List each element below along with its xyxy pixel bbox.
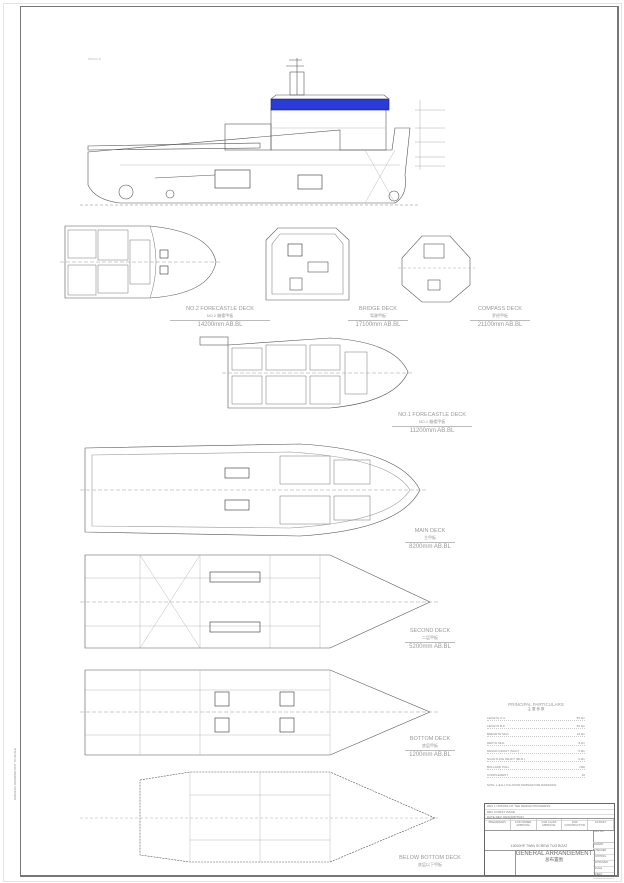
project-name: 13000HP TWIN SCREW TUG BOAT	[510, 844, 568, 848]
revision-row: DATE REV. DESCRIPTION	[485, 815, 614, 821]
below-bottom-deck-label: BELOW BOTTOM DECK 底层以下甲板	[390, 855, 470, 868]
pp-row: COMPLEMENT 30	[487, 773, 585, 779]
pp-key: DEPTH MLD.	[487, 740, 506, 745]
deck-elevation: 1200mm AB.BL	[405, 750, 455, 759]
stage-box: FOR CONSTRUCTION	[562, 819, 589, 830]
signature-row: CONTROL	[593, 855, 614, 861]
deck-elevation: 17100mm AB.BL	[348, 320, 408, 329]
pp-key: DESIGN DRAFT (MLD.)	[487, 748, 520, 753]
stage-box: PRELIMINARY	[485, 819, 511, 830]
pp-row: DEPTH MLD. 8.2m	[487, 741, 585, 746]
pp-row: BREADTH MLD. 16.0m	[487, 732, 585, 738]
deck-name: BRIDGE DECK	[359, 306, 397, 312]
pp-value: 6.0m	[578, 756, 585, 761]
profile-view	[80, 58, 445, 206]
bottom-deck-label: BOTTOM DECK 底层甲板 1200mm AB.BL	[405, 736, 455, 759]
drawing-no-label: DWG NO.	[593, 830, 614, 843]
no1-forecastle-deck-label: NO.1 FORECASTLE DECK NO.1 艏楼甲板 11200mm A…	[392, 412, 472, 435]
pp-key: LENGTH O.A.	[487, 716, 507, 720]
no1-forecastle-deck-plan	[199, 336, 414, 409]
signature-row: APPROVED	[593, 861, 614, 867]
drawing-frame	[20, 6, 619, 877]
drawing-title: GENERAL ARRANGEMENT 总布置图	[515, 851, 593, 863]
deck-name: BOTTOM DECK	[409, 736, 451, 742]
deck-name: NO.1 FORECASTLE DECK	[398, 412, 466, 418]
deck-name: NO.2 FORECASTLE DECK	[186, 306, 254, 312]
pp-value: 5.8m	[578, 748, 585, 753]
title-box	[515, 850, 595, 875]
stage-box: FOR OWNER APPROVAL	[511, 819, 537, 830]
deck-name: MAIN DECK	[414, 528, 446, 534]
principal-particulars: PRINCIPAL PARTICULARS 主 要 参 数 LENGTH O.A…	[487, 702, 585, 787]
deck-name-cn: 底层以下甲板	[418, 861, 442, 867]
pp-key: BREADTH MLD.	[487, 732, 510, 737]
pp-key: BOLLARD PULL	[487, 765, 510, 770]
pp-row: LENGTH B.P. 50.0m	[487, 724, 585, 730]
deck-name-cn: 主甲板	[424, 534, 436, 540]
pp-value: 150t	[579, 765, 585, 770]
pp-row: SCANTLING DRAFT (MLD.) 6.0m	[487, 757, 585, 762]
profile-label: PROFILE	[88, 57, 101, 61]
pp-subtitle: 主 要 参 数	[527, 707, 545, 711]
pp-note: NOTE: 1. ■ ALL TUG-ROOM TEMPERATURE BUNK…	[487, 784, 557, 788]
pp-key: LENGTH B.P.	[487, 724, 506, 729]
no2-forecastle-deck-label: NO.2 FORECASTLE DECK NO.2 艏楼甲板 14200mm A…	[170, 306, 270, 329]
pp-value: 30	[581, 773, 585, 778]
stage-box: AS BUILT	[588, 819, 614, 830]
drawing-title-en: GENERAL ARRANGEMENT	[515, 851, 593, 857]
deck-elevation: 14200mm AB.BL	[170, 320, 270, 329]
deck-name-cn: 驾驶甲板	[370, 312, 386, 318]
below-bottom-deck-plan	[80, 771, 440, 863]
signature-row: SHEET	[593, 873, 614, 879]
deck-name: BELOW BOTTOM DECK	[399, 855, 461, 861]
pp-value: 8.2m	[578, 740, 585, 745]
signature-row: SCALE	[593, 867, 614, 873]
pp-row: BOLLARD PULL 150t	[487, 765, 585, 771]
deck-name-cn: 罗经甲板	[492, 312, 508, 318]
main-deck-plan	[80, 443, 428, 537]
deck-name-cn: 二层甲板	[422, 634, 438, 640]
stage-box: FOR CLASS APPROVAL	[537, 819, 563, 830]
second-deck-plan	[80, 554, 440, 649]
revision-row: REV 0 FIRST ISSUE	[485, 810, 614, 815]
second-deck-label: SECOND DECK 二层甲板 5200mm AB.BL	[405, 628, 455, 651]
bridge-deck-label: BRIDGE DECK 驾驶甲板 17100mm AB.BL	[348, 306, 408, 329]
bridge-deck-plan	[265, 227, 350, 301]
deck-name-cn: 底层甲板	[422, 742, 438, 748]
pp-key: SCANTLING DRAFT (MLD.)	[487, 756, 525, 761]
deck-name: COMPASS DECK	[478, 306, 522, 312]
pp-key: COMPLEMENT	[487, 773, 509, 778]
deck-elevation: 11200mm AB.BL	[392, 426, 472, 435]
deck-name-cn: NO.2 艏楼甲板	[206, 312, 234, 318]
revision-row: REV 1 UPDATE OF THE DESIGN PROGRESS	[485, 804, 614, 810]
compass-deck-plan	[398, 235, 475, 303]
signature-row: DRAWN	[593, 843, 614, 849]
signature-row: CHECKED	[593, 849, 614, 855]
deck-name-cn: NO.1 艏楼甲板	[418, 418, 446, 424]
deck-elevation: 5200mm AB.BL	[405, 642, 455, 651]
project-box: 13000HP TWIN SCREW TUG BOAT	[485, 830, 594, 851]
compass-deck-label: COMPASS DECK 罗经甲板 21100mm AB.BL	[470, 306, 530, 329]
deck-elevation: 21100mm AB.BL	[470, 320, 530, 329]
pp-value: 16.0m	[576, 732, 585, 737]
pp-value: 50.0m	[576, 724, 585, 729]
deck-name: SECOND DECK	[409, 628, 451, 634]
bottom-deck-plan	[80, 669, 440, 756]
pp-row: LENGTH O.A. 55.0m	[487, 716, 585, 721]
pp-row: DESIGN DRAFT (MLD.) 5.8m	[487, 749, 585, 754]
drawing-sheet	[3, 3, 622, 882]
pp-title: PRINCIPAL PARTICULARS	[508, 702, 564, 707]
deck-elevation: 8200mm AB.BL	[405, 542, 455, 551]
pp-value: 55.0m	[576, 716, 585, 720]
no2-forecastle-deck-plan	[60, 225, 222, 299]
main-deck-label: MAIN DECK 主甲板 8200mm AB.BL	[405, 528, 455, 551]
drawing-title-cn: 总布置图	[545, 857, 563, 862]
